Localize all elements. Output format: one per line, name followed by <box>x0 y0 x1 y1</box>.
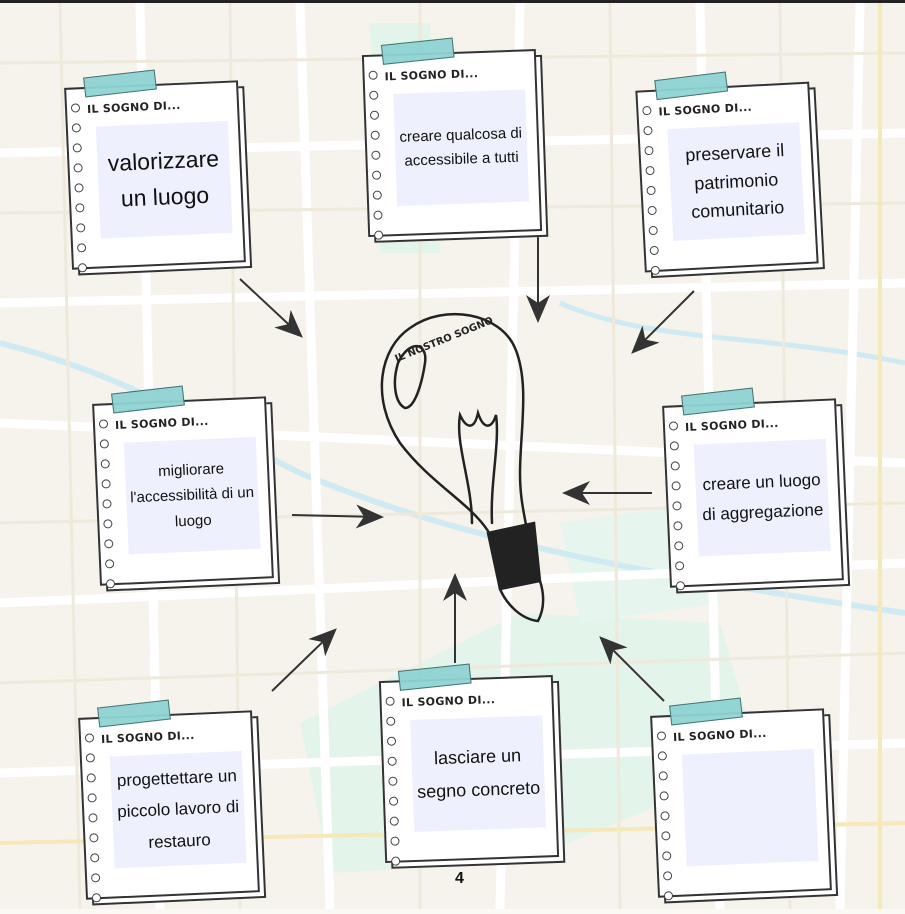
note-patrimonio: IL SOGNO DI... preservare il patrimonio … <box>635 71 825 279</box>
page-number: 4 <box>455 870 464 887</box>
note-text: creare un luogo di aggregazione <box>693 438 831 557</box>
arrow-bottom-right <box>599 636 665 702</box>
note-text: progettettare un piccolo lavoro di resta… <box>109 750 247 869</box>
note-text: migliorare l'accessibilità di un luogo <box>123 436 261 555</box>
note-accessibile: IL SOGNO DI... creare qualcosa di access… <box>361 37 549 243</box>
arrow-top-left <box>239 278 303 338</box>
note-aggregazione: IL SOGNO DI... creare un luogo di aggreg… <box>662 387 851 594</box>
note-text: lasciare un segno concreto <box>410 715 547 832</box>
note-migliorare: IL SOGNO DI... migliorare l'accessibilit… <box>92 385 281 592</box>
top-border-line <box>0 0 905 3</box>
arrow-left <box>291 504 384 529</box>
arrow-bottom-left <box>271 628 337 692</box>
note-text: preservare il patrimonio comunitario <box>667 122 806 241</box>
note-valorizzare: IL SOGNO DI... valorizzare un luogo <box>64 69 253 276</box>
arrow-top-right <box>631 290 695 354</box>
lightbulb-icon <box>380 313 545 623</box>
note-text: valorizzare un luogo <box>95 120 233 239</box>
note-text: creare qualcosa di accessibile a tutti <box>393 89 530 206</box>
note-empty: IL SOGNO DI... <box>650 697 839 904</box>
note-restauro: IL SOGNO DI... progettettare un piccolo … <box>78 699 267 906</box>
note-text <box>681 748 819 867</box>
note-segno: IL SOGNO DI... lasciare un segno concret… <box>378 663 566 869</box>
